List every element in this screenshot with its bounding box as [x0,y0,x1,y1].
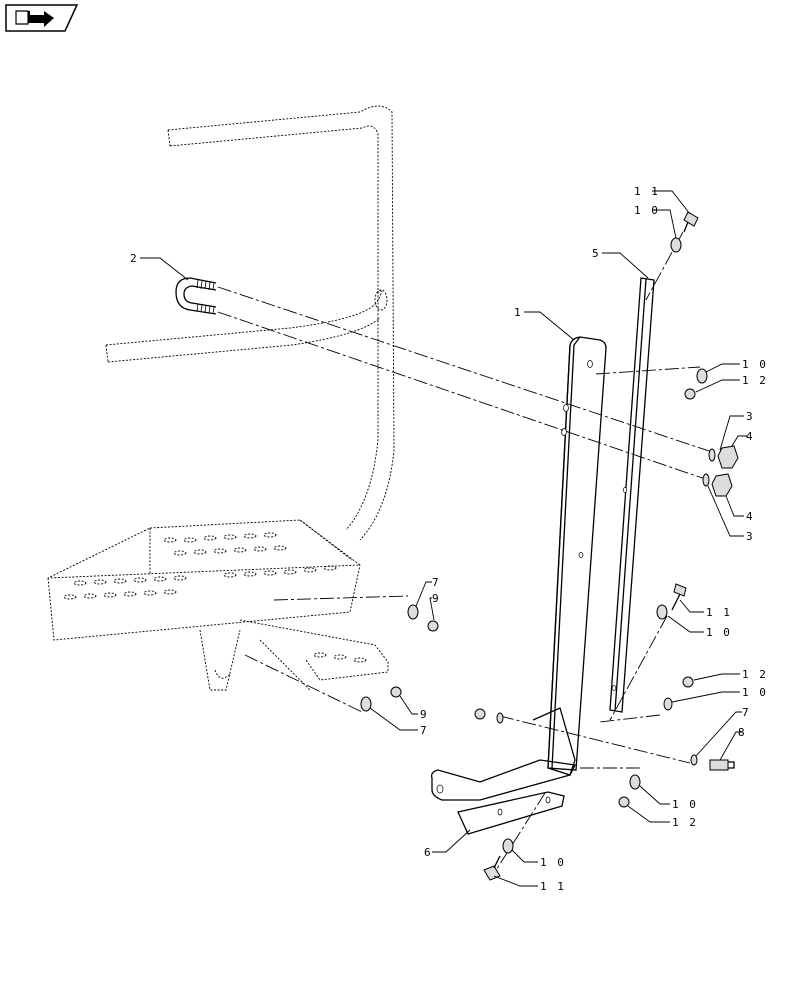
lockwasher-3-upper [708,448,716,462]
nut-left [474,708,486,720]
page-nav-button[interactable] [5,4,79,32]
callout-2: 2 [130,252,139,265]
leader-lines [140,190,748,887]
nut-12-upper [684,388,696,400]
callout-10: 1 0 [706,626,732,639]
callout-10: 1 0 [742,358,768,371]
nut-9-upper [427,620,439,632]
washer-left [496,712,504,724]
callout-4: 4 [746,430,755,443]
callout-1: 1 [514,306,523,319]
callout-7: 7 [742,706,751,719]
upright-bracket-part-1 [532,336,607,776]
nut-9-lower [390,686,402,698]
washer-7-right [690,754,698,766]
callout-3: 3 [746,410,755,423]
nut-4-lower [711,473,733,497]
washer-10-lower [663,697,673,711]
nut-4-upper [717,445,739,469]
washer-7-upper [407,604,419,620]
washer-10-middle [656,604,668,620]
callout-3: 3 [746,530,755,543]
callout-labels: 1 1 1 0 5 2 1 1 0 1 2 3 4 4 3 7 9 1 1 1 … [130,185,768,893]
washer-10-upper [696,368,708,384]
bolt-8-head [709,759,729,771]
hardware [360,211,739,881]
callout-12: 1 2 [742,668,768,681]
washer-10-bottom [502,838,514,854]
callout-7: 7 [432,576,441,589]
nut-12-middle [682,676,694,688]
callout-10: 1 0 [672,798,698,811]
callout-6: 6 [424,846,433,859]
strip-part-5 [609,277,655,713]
step-assembly-reference [47,519,389,691]
u-bolt-part-2 [175,277,217,315]
screw-11-middle [673,583,687,597]
callout-11: 1 1 [706,606,732,619]
washer-7-lower [360,696,372,712]
washer-10-top [670,237,682,253]
callout-9: 9 [420,708,429,721]
lower-bracket-part-6 [430,759,576,835]
nut-12-bottom [618,796,630,808]
callout-10: 1 0 [634,204,660,217]
callout-12: 1 2 [672,816,698,829]
callout-10: 1 0 [742,686,768,699]
callout-4: 4 [746,510,755,523]
handrail-reference [105,105,395,541]
callout-9: 9 [432,592,441,605]
washer-10-bottom-right [629,774,641,790]
callout-8: 8 [738,726,747,739]
callout-5: 5 [592,247,601,260]
callout-10: 1 0 [540,856,566,869]
callout-11: 1 1 [634,185,660,198]
lockwasher-3-lower [702,473,710,487]
screw-11-top [683,211,699,233]
callout-12: 1 2 [742,374,768,387]
callout-7: 7 [420,724,429,737]
callout-11: 1 1 [540,880,566,893]
page-turn-arrow-icon [15,10,54,27]
